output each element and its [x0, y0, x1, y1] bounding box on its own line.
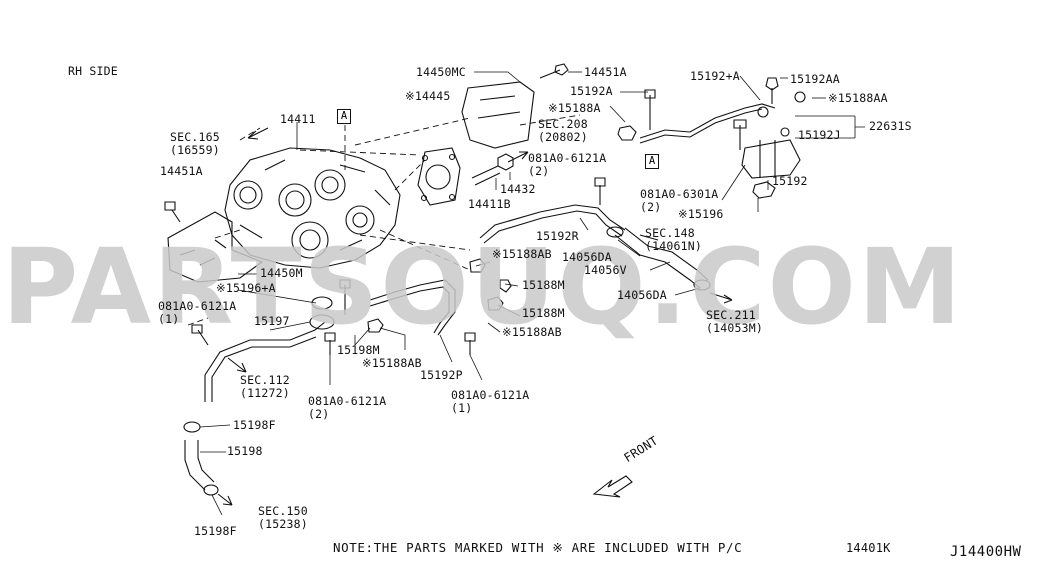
- part-label-081A0-6121A-b3[interactable]: 081A0-6121A (1): [451, 388, 530, 416]
- part-label-15198[interactable]: 15198: [227, 444, 263, 458]
- section-ref-211[interactable]: SEC.211 (14053M): [706, 308, 763, 336]
- section-ref-165[interactable]: SEC.165 (16559): [170, 130, 220, 158]
- part-label-22631S[interactable]: 22631S: [869, 119, 912, 133]
- part-label-15192[interactable]: 15192: [772, 174, 808, 188]
- part-label-081A0-6121A-b2[interactable]: 081A0-6121A (2): [528, 151, 607, 179]
- part-label-15188M-2[interactable]: 15188M: [522, 306, 565, 320]
- heat-shield-14450M: [167, 211, 264, 283]
- watermark: PARTSOUQ.COM: [2, 226, 964, 348]
- bolt-14451A-top: [539, 63, 569, 79]
- heat-shield-14450MC: [461, 81, 535, 149]
- section-ref-150[interactable]: SEC.150 (15238): [258, 504, 308, 532]
- gasket-14445: [417, 147, 461, 206]
- connector-block-15192: [741, 139, 801, 179]
- ref-box-a-left: A: [337, 109, 351, 124]
- part-label-14056V[interactable]: 14056V: [584, 263, 627, 277]
- view-label: RH SIDE: [68, 64, 118, 78]
- part-label-14450MC[interactable]: 14450MC: [416, 65, 466, 79]
- part-label-14451A-top[interactable]: 14451A: [584, 65, 627, 79]
- front-arrow: [592, 475, 633, 498]
- hose-14056V: [614, 234, 701, 289]
- part-label-15192-plus-A[interactable]: 15192+A: [690, 69, 740, 83]
- part-label-15198F-2[interactable]: 15198F: [194, 524, 237, 538]
- section-ref-112[interactable]: SEC.112 (11272): [240, 373, 290, 401]
- note-code: 14401K: [846, 541, 891, 555]
- section-ref-148[interactable]: SEC.148 (14061N): [645, 226, 702, 254]
- note-text: NOTE:THE PARTS MARKED WITH ※ ARE INCLUDE…: [333, 540, 743, 555]
- part-label-15192AA[interactable]: 15192AA: [790, 72, 840, 86]
- part-label-14432[interactable]: 14432: [500, 182, 536, 196]
- water-pipe-15197: [204, 321, 326, 402]
- part-label-15188AB-2[interactable]: ※15188AB: [502, 325, 562, 339]
- direction-arrows: [217, 127, 733, 506]
- part-label-14056DA-2[interactable]: 14056DA: [617, 288, 667, 302]
- part-label-081A0-6121A-b4[interactable]: 081A0-6121A (2): [308, 394, 387, 422]
- part-label-15196-plus-A[interactable]: ※15196+A: [216, 281, 276, 295]
- part-label-15192P[interactable]: 15192P: [420, 368, 463, 382]
- hose-15198: [184, 440, 206, 491]
- part-label-15188A[interactable]: ※15188A: [548, 101, 601, 115]
- part-label-15192R[interactable]: 15192R: [536, 229, 579, 243]
- part-label-081A0-6121A-b1[interactable]: 081A0-6121A (1): [158, 299, 237, 327]
- part-label-15188AB-3[interactable]: ※15188AB: [362, 356, 422, 370]
- part-label-14451A-left[interactable]: 14451A: [160, 164, 203, 178]
- ref-box-a-right: A: [645, 154, 659, 169]
- part-label-081A0-6301A[interactable]: 081A0-6301A (2): [640, 187, 719, 215]
- part-label-15188AA[interactable]: ※15188AA: [828, 91, 888, 105]
- oil-pipe-15192-plus-A: [639, 103, 776, 139]
- part-label-15198M[interactable]: 15198M: [337, 343, 380, 357]
- part-label-15198F-1[interactable]: 15198F: [233, 418, 276, 432]
- part-label-14056DA-1[interactable]: 14056DA: [562, 250, 612, 264]
- part-label-14450M[interactable]: 14450M: [260, 266, 303, 280]
- part-label-15197[interactable]: 15197: [254, 314, 290, 328]
- part-label-14445[interactable]: ※14445: [405, 89, 451, 103]
- water-pipe-15192R: [479, 204, 626, 239]
- diagram-code: J14400HW: [950, 544, 1022, 560]
- part-label-15196[interactable]: ※15196: [678, 207, 724, 221]
- part-label-14411B[interactable]: 14411B: [468, 197, 511, 211]
- part-label-15192A[interactable]: 15192A: [570, 84, 613, 98]
- part-label-15188M-1[interactable]: 15188M: [522, 278, 565, 292]
- part-label-15192J[interactable]: 15192J: [798, 128, 841, 142]
- section-ref-208[interactable]: SEC.208 (20802): [538, 117, 588, 145]
- turbocharger-body-14411: [224, 147, 401, 269]
- part-label-15188AB-1[interactable]: ※15188AB: [492, 247, 552, 261]
- oil-return-pipe-15192P: [369, 279, 456, 336]
- part-label-14411[interactable]: 14411: [280, 112, 316, 126]
